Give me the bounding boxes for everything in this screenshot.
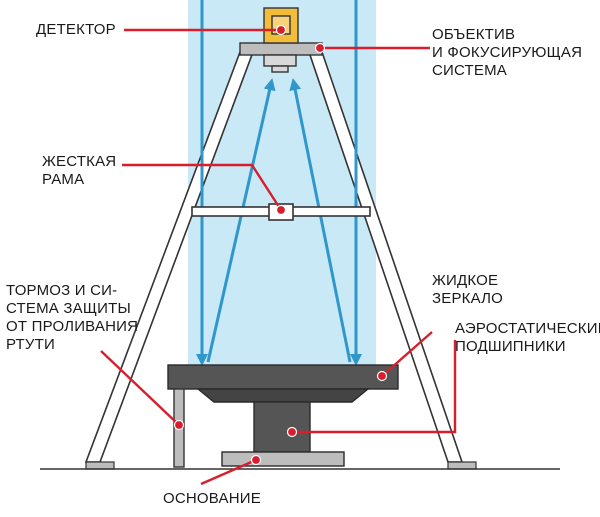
dot-mirror	[376, 370, 388, 382]
dot-brake	[173, 419, 185, 431]
label-mirror: ЖИДКОЕ ЗЕРКАЛО	[432, 272, 503, 308]
label-bearings-line-2: ПОДШИПНИКИ	[455, 338, 566, 355]
label-frame-line-1: ЖЕСТКАЯ	[42, 153, 117, 170]
label-bearings-line-1: АЭРОСТАТИЧЕСКИЕ	[455, 320, 600, 337]
label-objective-line-2: И ФОКУСИРУЮЩАЯ	[432, 44, 583, 61]
right-foot	[447, 461, 477, 470]
label-base-line: ОСНОВАНИЕ	[163, 490, 261, 507]
label-frame: ЖЕСТКАЯ РАМА	[42, 153, 116, 189]
label-brake-line-4: РТУТИ	[6, 336, 55, 353]
label-detector-line: ДЕТЕКТОР	[36, 21, 116, 38]
objective-lens	[271, 65, 289, 73]
label-brake-line-2: СТЕМА ЗАЩИТЫ	[6, 300, 131, 317]
pointer-brake	[100, 350, 180, 426]
dot-detector	[275, 24, 287, 36]
label-objective-line-1: ОБЪЕКТИВ	[432, 26, 516, 43]
label-brake: ТОРМОЗ И СИ- СТЕМА ЗАЩИТЫ ОТ ПРОЛИВАНИЯ …	[6, 282, 138, 354]
reflected-ray-right	[289, 78, 352, 363]
dot-frame	[275, 204, 287, 216]
reflected-rays	[206, 78, 352, 363]
objective-lens-housing	[263, 54, 297, 67]
label-brake-line-1: ТОРМОЗ И СИ-	[6, 282, 118, 299]
objective-plate	[239, 42, 323, 56]
label-objective-line-3: СИСТЕМА	[432, 62, 508, 79]
label-objective: ОБЪЕКТИВ И ФОКУСИРУЮЩАЯ СИСТЕМА	[432, 26, 582, 80]
label-mirror-line-1: ЖИДКОЕ	[432, 272, 499, 289]
pointer-lines	[100, 28, 457, 486]
liquid-mirror-dish	[167, 364, 399, 390]
base-plate	[221, 451, 345, 467]
label-base: ОСНОВАНИЕ	[163, 490, 261, 508]
label-brake-line-3: ОТ ПРОЛИВАНИЯ	[6, 318, 139, 335]
pointer-base	[200, 458, 257, 486]
pointer-dots	[173, 24, 388, 466]
dot-bearings	[286, 426, 298, 438]
dot-base	[250, 454, 262, 466]
incoming-rays	[196, 0, 362, 366]
label-bearings: АЭРОСТАТИЧЕСКИЕ ПОДШИПНИКИ	[455, 320, 600, 356]
left-foot	[85, 461, 115, 470]
label-detector: ДЕТЕКТОР	[36, 21, 116, 39]
pointer-mirror	[381, 331, 433, 377]
reflected-ray-left	[206, 78, 276, 363]
dot-objective	[314, 42, 326, 54]
pointer-bearings	[292, 340, 457, 434]
label-frame-line-2: РАМА	[42, 171, 85, 188]
label-mirror-line-2: ЗЕРКАЛО	[432, 290, 504, 307]
mirror-support-cone	[196, 388, 370, 403]
mirror-platform	[167, 364, 399, 467]
pointer-frame	[122, 163, 283, 211]
aerostatic-bearing	[253, 401, 311, 453]
